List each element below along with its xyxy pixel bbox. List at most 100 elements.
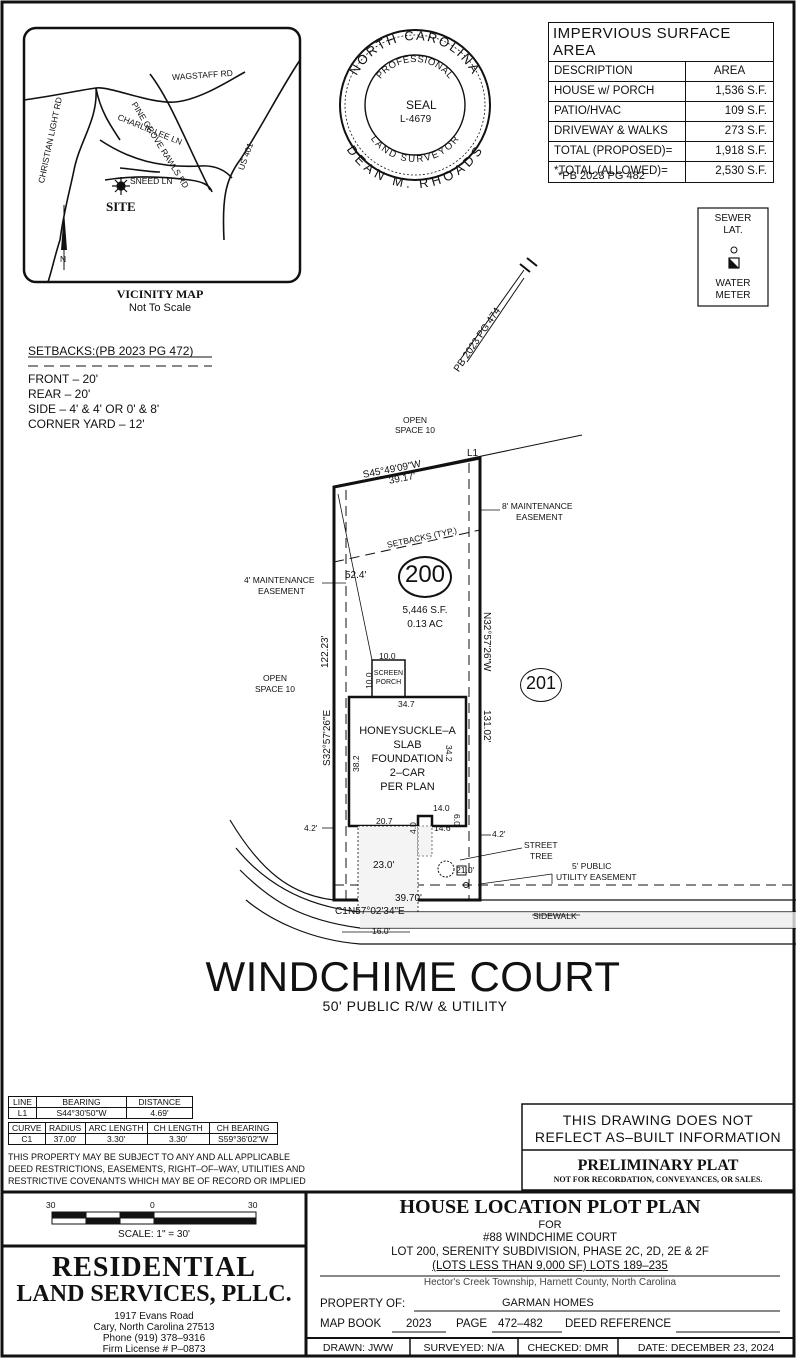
curve-cell: 37.00' bbox=[44, 1133, 86, 1145]
curve-cell: 3.30' bbox=[146, 1133, 210, 1145]
setback-item: FRONT – 20' bbox=[28, 372, 99, 386]
front-bearing: N57°02'34"E bbox=[348, 906, 405, 917]
scale-label: 0 bbox=[150, 1200, 155, 1210]
street-tree-icon bbox=[437, 860, 455, 878]
disclaimer-line: THIS PROPERTY MAY BE SUBJECT TO ANY AND … bbox=[8, 1152, 290, 1162]
table-row: L1 S44°30'50"W 4.69' bbox=[8, 1107, 193, 1119]
property-of-label: PROPERTY OF: bbox=[320, 1298, 406, 1310]
line-table: LINE BEARING DISTANCE L1 S44°30'50"W 4.6… bbox=[8, 1096, 193, 1119]
setback-item: REAR – 20' bbox=[28, 387, 91, 401]
street-tree-label: TREE bbox=[530, 851, 553, 861]
deed-reference-label: DEED REFERENCE bbox=[565, 1318, 672, 1330]
dim-52: 52.4' bbox=[345, 570, 367, 581]
company-name: LAND SERVICES, PLLC. bbox=[16, 1281, 292, 1307]
vicinity-map-title: VICINITY MAP bbox=[116, 287, 204, 301]
line-cell: 4.69' bbox=[126, 1107, 193, 1119]
as-built-note: THIS DRAWING DOES NOT bbox=[562, 1112, 754, 1128]
dim-21: 21.0' bbox=[456, 865, 475, 875]
plan-location: Hector's Creek Township, Harnett County,… bbox=[423, 1277, 677, 1288]
setback-item: SIDE – 4' & 4' OR 0' & 8' bbox=[28, 402, 160, 416]
house-label: SLAB bbox=[393, 739, 422, 751]
scale-bar bbox=[51, 1211, 257, 1225]
seal-center-label: SEAL bbox=[406, 98, 437, 112]
porch-width: 10.0 bbox=[379, 651, 396, 661]
plan-lot-line: LOT 200, SERENITY SUBDIVISION, PHASE 2C,… bbox=[391, 1246, 709, 1258]
preliminary-subtitle: NOT FOR RECORDATION, CONVEYANCES, OR SAL… bbox=[553, 1175, 763, 1184]
setback-item: CORNER YARD – 12' bbox=[28, 417, 145, 431]
plan-address: #88 WINDCHIME COURT bbox=[483, 1232, 617, 1244]
open-space-label: OPEN bbox=[262, 673, 288, 683]
lot-area-ac: 0.13 AC bbox=[407, 619, 443, 630]
row-area: 273 S.F. bbox=[724, 125, 767, 137]
dim-14: 14.0 bbox=[433, 803, 450, 813]
table-row: DRIVEWAY & WALKS 273 S.F. bbox=[549, 122, 773, 142]
right-distance: 131.02' bbox=[481, 710, 492, 743]
house-label: HONEYSUCKLE–A bbox=[359, 725, 456, 737]
curve-c1-label: C1 bbox=[335, 906, 348, 917]
drawn-by: DRAWN: JWW bbox=[322, 1342, 394, 1354]
open-space-label: OPEN bbox=[402, 415, 428, 425]
water-label-1: WATER bbox=[715, 278, 751, 289]
table-header-row: DESCRIPTION AREA bbox=[549, 62, 773, 82]
row-area: 2,530 S.F. bbox=[715, 165, 767, 177]
maintenance-easement-right: 8' MAINTENANCE bbox=[502, 501, 573, 511]
left-bearing: S32°57'26"E bbox=[322, 709, 333, 766]
house-width-top: 34.7 bbox=[398, 699, 415, 709]
row-desc: TOTAL (PROPOSED)= bbox=[549, 142, 686, 161]
svg-text:NORTH CAROLINA: NORTH CAROLINA bbox=[346, 28, 483, 78]
surveyor-seal: NORTH CAROLINA PROFESSIONAL LAND SURVEYO… bbox=[344, 28, 486, 191]
house-label: PER PLAN bbox=[380, 781, 435, 793]
row-area: 1,918 S.F. bbox=[715, 145, 767, 157]
page-value: 472–482 bbox=[498, 1318, 543, 1330]
row-desc: DRIVEWAY & WALKS bbox=[549, 122, 686, 141]
checked-by: CHECKED: DMR bbox=[527, 1342, 609, 1354]
sewer-lateral-icon bbox=[730, 246, 738, 254]
line-cell: L1 bbox=[8, 1107, 37, 1119]
plan-date: DATE: DECEMBER 23, 2024 bbox=[637, 1342, 775, 1354]
dim-6: 6.0 bbox=[452, 814, 462, 826]
surveyed-by: SURVEYED: N/A bbox=[423, 1342, 505, 1354]
side-dim-right: 4.2' bbox=[492, 829, 506, 839]
front-distance: 39.70' bbox=[395, 893, 422, 904]
porch-label: SCREEN bbox=[373, 670, 404, 677]
disclaimer-line: RESTRICTIVE COVENANTS WHICH MAY BE OF RE… bbox=[8, 1176, 306, 1186]
site-marker-icon bbox=[112, 177, 130, 195]
company-license: Firm License # P–0873 bbox=[102, 1344, 206, 1355]
scale-label: 30 bbox=[248, 1200, 258, 1210]
line-header: LINE bbox=[8, 1096, 37, 1108]
impervious-footnote: *PB 2023 PG 482 bbox=[558, 170, 645, 182]
lot-number-badge bbox=[398, 556, 452, 598]
house-label: 2–CAR bbox=[389, 767, 426, 779]
company-address: 1917 Evans Road bbox=[114, 1311, 194, 1322]
header-description: DESCRIPTION bbox=[549, 62, 686, 81]
preliminary-title: PRELIMINARY PLAT bbox=[577, 1157, 739, 1174]
water-label-2: METER bbox=[715, 290, 751, 301]
curve-header: ARC LENGTH bbox=[84, 1122, 148, 1134]
maintenance-easement-right: EASEMENT bbox=[516, 512, 563, 522]
map-book-value: 2023 bbox=[406, 1318, 432, 1330]
curve-table: CURVE RADIUS ARC LENGTH CH LENGTH CH BEA… bbox=[8, 1122, 278, 1145]
table-row: TOTAL (PROPOSED)= 1,918 S.F. bbox=[549, 142, 773, 162]
maintenance-easement-left: 4' MAINTENANCE bbox=[244, 575, 315, 585]
sewer-label-2: LAT. bbox=[723, 225, 743, 236]
open-space-label: SPACE 10 bbox=[394, 425, 435, 435]
disclaimer-line: DEED RESTRICTIONS, EASEMENTS, RIGHT–OF–W… bbox=[8, 1164, 305, 1174]
line-header: BEARING bbox=[36, 1096, 127, 1108]
row-desc: *TOTAL (ALLOWED)= bbox=[549, 162, 686, 182]
table-row: *TOTAL (ALLOWED)= 2,530 S.F. bbox=[549, 162, 773, 182]
seal-number: L-4679 bbox=[400, 114, 432, 125]
svg-text:PROFESSIONAL: PROFESSIONAL bbox=[374, 54, 455, 81]
property-of-value: GARMAN HOMES bbox=[502, 1297, 594, 1309]
plan-for: FOR bbox=[538, 1219, 562, 1231]
lot-area-sf: 5,446 S.F. bbox=[402, 605, 448, 616]
line-cell: S44°30'50"W bbox=[36, 1107, 127, 1119]
company-name: RESIDENTIAL bbox=[52, 1252, 256, 1283]
svg-text:DEAN M. RHOADS: DEAN M. RHOADS bbox=[344, 142, 486, 191]
curve-header: CURVE bbox=[8, 1122, 46, 1134]
row-desc: PATIO/HVAC bbox=[549, 102, 686, 121]
vicinity-map-subtitle: Not To Scale bbox=[128, 302, 192, 314]
line-header: DISTANCE bbox=[126, 1096, 193, 1108]
